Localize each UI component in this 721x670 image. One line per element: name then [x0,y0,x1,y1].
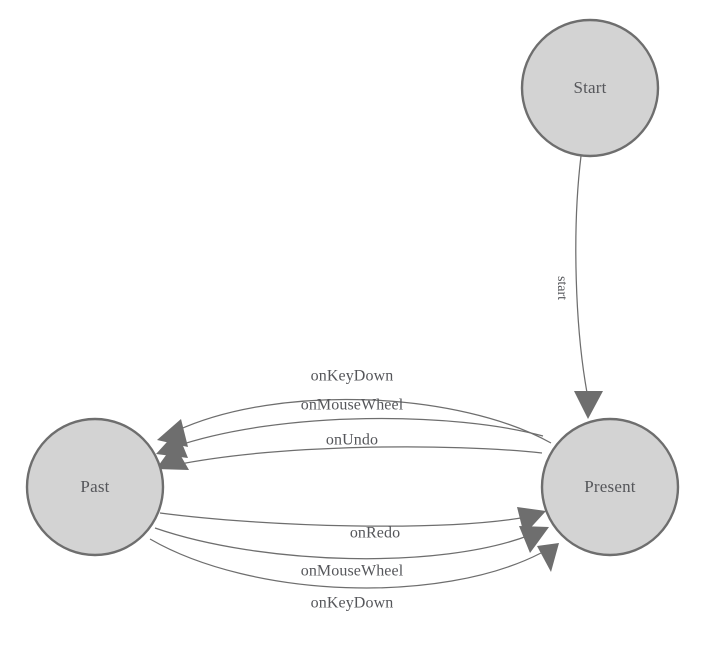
arrowhead-icon [519,526,549,553]
arrowhead-icon [574,391,603,419]
edge-past-to-present-onkeydown[interactable] [149,538,559,589]
edge-line [173,417,544,448]
edge-group [149,155,603,589]
edge-line [159,512,528,527]
edge-present-to-past-onmousewheel[interactable] [156,417,544,458]
node-past-label: Past [80,477,109,496]
node-past-shape [25,417,165,557]
node-present-shape [540,417,680,557]
edge-line [149,538,542,589]
edge-line [154,527,531,560]
edge-past-to-present-onmousewheel[interactable] [154,526,549,560]
node-start-label: Start [573,78,606,97]
edge-line [175,398,552,444]
node-start[interactable]: Start [520,18,660,158]
arrowhead-icon [156,444,189,470]
node-group: Start Past Present [25,18,680,557]
node-present[interactable]: Present [540,417,680,557]
edge-label-present-past-onundo: onUndo [326,432,378,449]
arrowhead-icon [537,543,559,572]
arrowhead-icon [156,431,188,458]
edge-label-group: start onKeyDown onMouseWheel onUndo onRe… [301,276,569,612]
edge-label-past-present-onmousewheel: onMouseWheel [301,563,404,580]
edge-label-past-present-onredo: onRedo [350,525,400,542]
edge-line [174,446,543,466]
edge-label-start: start [554,276,569,300]
node-present-label: Present [584,477,636,496]
edge-label-present-past-onkeydown: onKeyDown [311,368,394,385]
node-start-shape [520,18,660,158]
edge-label-past-present-onkeydown: onKeyDown [311,595,394,612]
node-past[interactable]: Past [25,417,165,557]
edge-present-to-past-onundo[interactable] [156,444,543,470]
edge-line [575,155,589,399]
edge-start-to-present[interactable] [574,155,603,419]
edge-label-present-past-onmousewheel: onMouseWheel [301,397,404,414]
